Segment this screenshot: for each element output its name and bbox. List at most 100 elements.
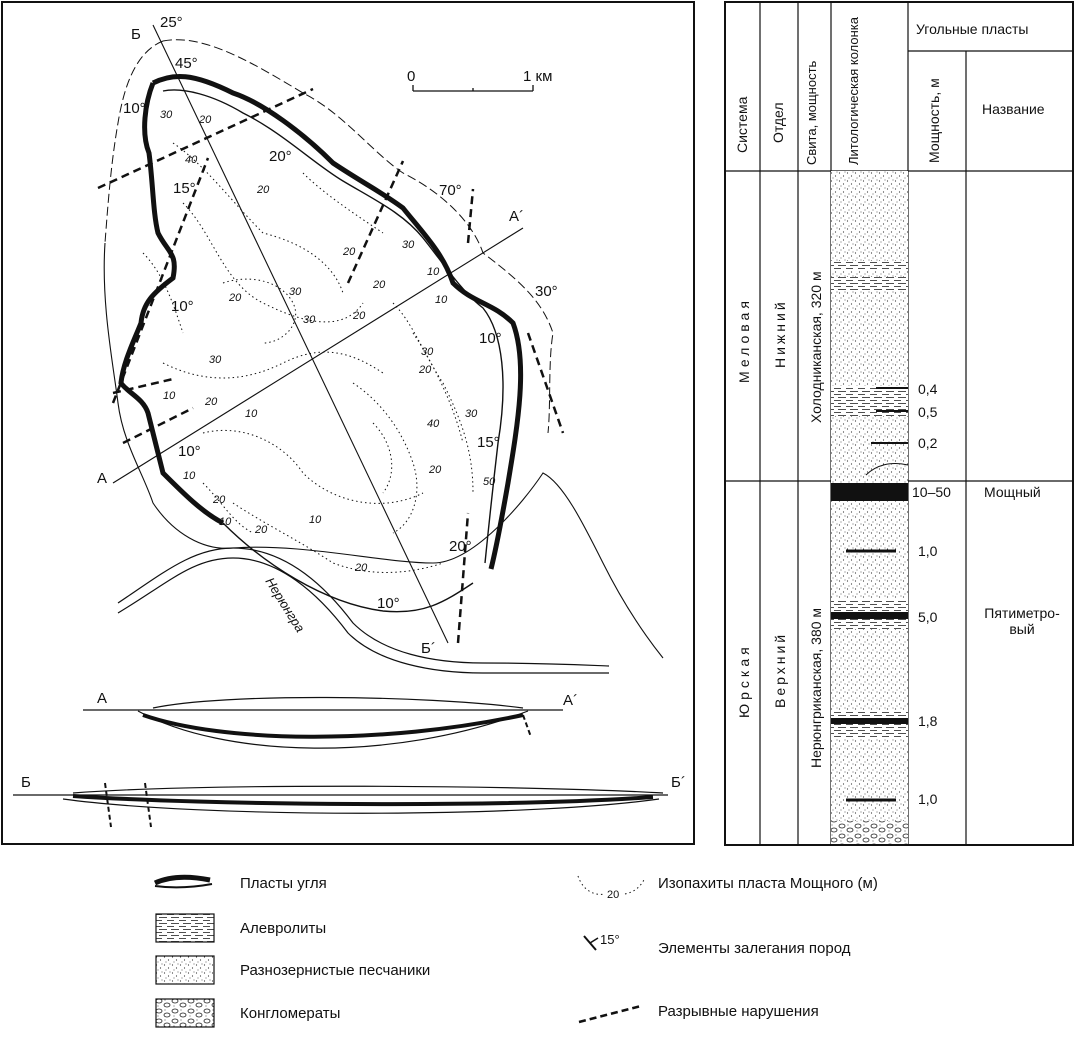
- legend: Пласты угля Алевролиты Разнозернистые пе…: [0, 858, 1076, 1038]
- svg-text:10°: 10°: [171, 298, 194, 315]
- svg-text:А´: А´: [563, 692, 578, 709]
- label-A: А: [97, 470, 107, 487]
- svg-text:Б: Б: [21, 774, 31, 791]
- legend-coal-icon: [153, 874, 213, 889]
- legend-dip-icon: 15°: [583, 932, 620, 951]
- svg-text:20: 20: [228, 292, 242, 304]
- river-nerungra: [117, 547, 610, 667]
- svg-text:10: 10: [183, 470, 196, 482]
- suite-kholodnikanskaya: Холодниканская, 320 м: [808, 271, 824, 423]
- section-line-A: [112, 227, 524, 484]
- isopachs: [142, 142, 474, 573]
- svg-text:Б´: Б´: [671, 774, 686, 791]
- thickness-5-0: 5,0: [918, 609, 938, 625]
- thickness-0-2: 0,2: [918, 435, 938, 451]
- legend-coal: Пласты угля: [240, 875, 327, 892]
- thickness-1-8: 1,8: [918, 713, 938, 729]
- scale-end: 1 км: [523, 68, 552, 85]
- legend-sand: Разнозернистые песчаники: [240, 962, 431, 979]
- label-B: Б: [131, 26, 141, 43]
- svg-text:40: 40: [427, 418, 440, 430]
- svg-text:10: 10: [435, 294, 448, 306]
- isopach-labels: 30 20 40 20 20 30 30 20 20 30 10 20 10 1…: [160, 109, 496, 574]
- stratigraphic-column: Система Отдел Свита, мощность Литологиче…: [724, 1, 1074, 846]
- thickness-0-4: 0,4: [918, 381, 938, 397]
- svg-text:15°: 15°: [173, 180, 196, 197]
- legend-fault: Разрывные нарушения: [658, 1003, 819, 1020]
- svg-text:70°: 70°: [439, 182, 462, 199]
- svg-text:20°: 20°: [269, 148, 292, 165]
- label-A-prime: А´: [509, 208, 524, 225]
- faults: [97, 87, 565, 644]
- label-B-prime: Б´: [421, 640, 436, 657]
- system-cretaceous: Меловая: [736, 297, 752, 383]
- system-jurassic: Юрская: [736, 643, 752, 718]
- svg-text:30: 30: [289, 286, 302, 298]
- legend-fault-icon: [578, 1004, 642, 1024]
- thickness-1-0-a: 1,0: [918, 543, 938, 559]
- cross-section-A: А А´: [83, 690, 578, 749]
- coal-seam-outcrop: [151, 73, 524, 570]
- legend-conglomerate-icon: [155, 998, 215, 1028]
- cross-section-B: Б Б´: [13, 774, 686, 828]
- strat-grid: [726, 3, 1072, 844]
- header-series: Отдел: [770, 102, 786, 144]
- svg-text:30: 30: [303, 314, 316, 326]
- svg-text:30: 30: [465, 408, 478, 420]
- svg-text:10°: 10°: [479, 330, 502, 347]
- header-coal-seams: Угольные пласты: [916, 21, 1029, 37]
- legend-isopach: Изопахиты пласта Мощного (м): [658, 875, 878, 892]
- legend-dip: Элементы залегания пород: [658, 940, 851, 957]
- svg-text:30: 30: [160, 109, 173, 121]
- dip-angle-labels: 25° 45° 10° 20° 15° 70° 30° 10° 10° 15° …: [123, 14, 558, 612]
- series-lower: Нижний: [772, 299, 788, 368]
- header-suite: Свита, мощность: [804, 60, 819, 165]
- header-thickness: Мощность, м: [926, 78, 942, 163]
- seam-name-pyatimetrovy: Пятиметро- вый: [984, 605, 1060, 637]
- section-line-B: [152, 24, 449, 644]
- svg-text:20: 20: [198, 114, 212, 126]
- svg-text:20: 20: [354, 562, 368, 574]
- header-name: Название: [982, 101, 1045, 117]
- header-system: Система: [734, 96, 750, 153]
- svg-text:20: 20: [607, 889, 619, 901]
- svg-text:30: 30: [402, 239, 415, 251]
- svg-text:20: 20: [342, 246, 356, 258]
- svg-text:45°: 45°: [175, 55, 198, 72]
- svg-text:30: 30: [209, 354, 222, 366]
- legend-silt-icon: [155, 913, 215, 943]
- svg-text:20: 20: [428, 464, 442, 476]
- scale-start: 0: [407, 68, 415, 85]
- geologic-map: 0 1 км Б А´ А Б´ 25° 45° 10° 20° 15° 70°…: [13, 14, 686, 828]
- svg-text:10: 10: [163, 390, 176, 402]
- seam-name-moshchny: Мощный: [984, 484, 1041, 500]
- geologic-map-panel: 0 1 км Б А´ А Б´ 25° 45° 10° 20° 15° 70°…: [1, 1, 695, 845]
- series-upper: Верхний: [772, 631, 788, 708]
- legend-conglomerate: Конгломераты: [240, 1005, 341, 1022]
- svg-text:10°: 10°: [123, 100, 146, 117]
- suite-neryungrikanskaya: Нерюнгриканская, 380 м: [808, 607, 824, 768]
- svg-text:20: 20: [372, 279, 386, 291]
- legend-sand-icon: [155, 955, 215, 985]
- scale-bar: 0 1 км: [407, 68, 552, 92]
- svg-text:10: 10: [427, 266, 440, 278]
- svg-text:30°: 30°: [535, 283, 558, 300]
- svg-text:10: 10: [219, 516, 232, 528]
- legend-isopach-icon: 20: [577, 875, 646, 901]
- thickness-10-50: 10–50: [912, 484, 951, 500]
- svg-text:15°: 15°: [600, 932, 620, 947]
- svg-text:40: 40: [185, 154, 198, 166]
- svg-text:10°: 10°: [377, 595, 400, 612]
- svg-text:20: 20: [212, 494, 226, 506]
- svg-text:30: 30: [421, 346, 434, 358]
- outcrop-line: [103, 242, 664, 659]
- deposit-outer-boundary: [162, 39, 554, 434]
- svg-text:20: 20: [256, 184, 270, 196]
- legend-silt: Алевролиты: [240, 920, 327, 937]
- svg-text:25°: 25°: [160, 14, 183, 31]
- svg-text:20: 20: [204, 396, 218, 408]
- svg-text:10: 10: [309, 514, 322, 526]
- svg-text:15°: 15°: [477, 434, 500, 451]
- thickness-0-5: 0,5: [918, 404, 938, 420]
- svg-text:А: А: [97, 690, 107, 707]
